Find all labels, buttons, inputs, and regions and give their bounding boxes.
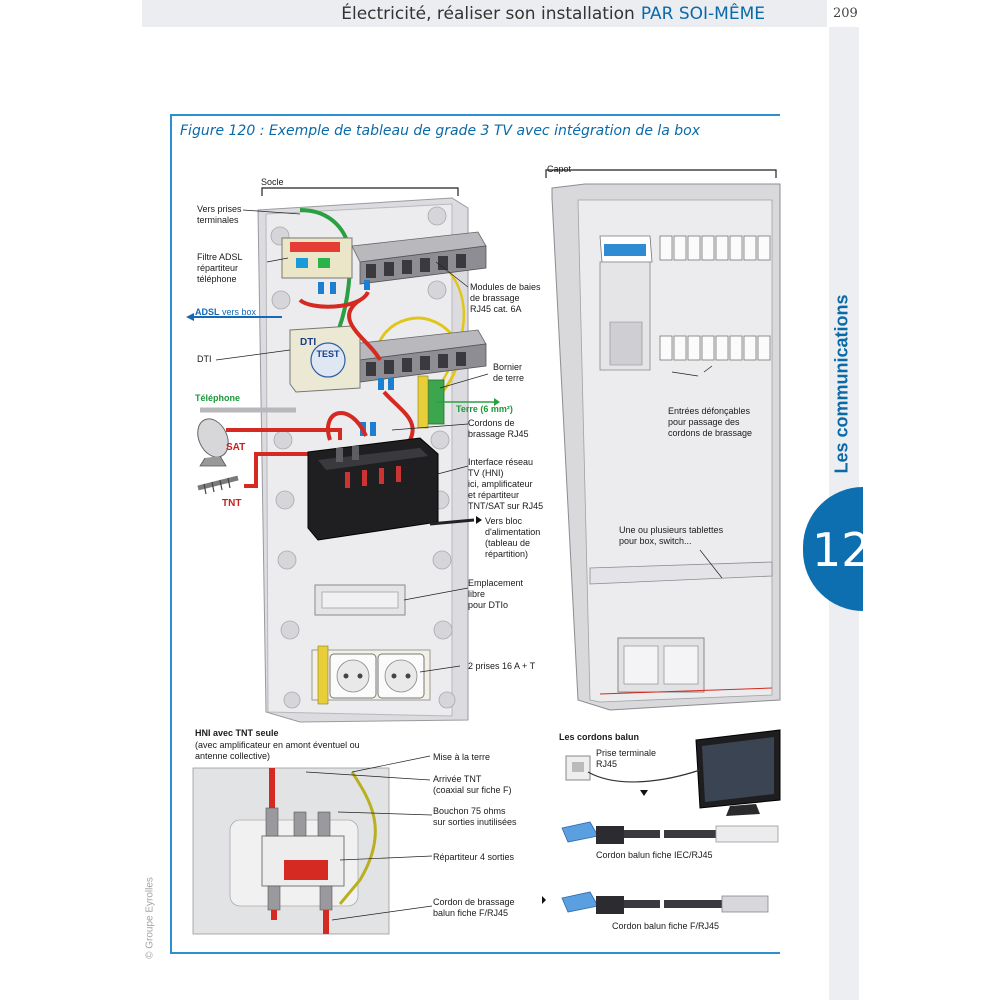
socket-16a-right xyxy=(377,653,425,699)
dti-module: TEST DTI xyxy=(289,325,361,393)
adsl-filter xyxy=(281,237,353,279)
label-hni-subtitle: (avec amplificateur en amont éventuel ou… xyxy=(195,740,360,761)
figure-frame-top xyxy=(170,114,780,116)
label-mise-a-la-terre: Mise à la terre xyxy=(433,752,491,762)
label-bloc-alimentation: Vers bloc d'alimentation (tableau de rép… xyxy=(485,516,541,559)
label-capot: Capot xyxy=(547,164,572,174)
label-bornier-terre: Bornier de terre xyxy=(493,362,525,383)
balun-illustration xyxy=(542,729,781,914)
header-title-highlight: PAR SOI-MÊME xyxy=(640,3,765,24)
label-modules-brassage: Modules de baies de brassage RJ45 cat. 6… xyxy=(470,282,541,314)
running-header: Électricité, réaliser son installation P… xyxy=(142,0,827,27)
label-cordons-brassage: Cordons de brassage RJ45 xyxy=(468,418,529,439)
copyright: © Groupe Eyrolles xyxy=(144,877,156,959)
socle-bracket xyxy=(261,169,777,196)
hni-detail-photo xyxy=(192,767,390,935)
label-repartiteur-4: Répartiteur 4 sorties xyxy=(433,852,515,862)
header-title: Électricité, réaliser son installation xyxy=(341,3,635,24)
label-interface-hni: Interface réseau TV (HNI) ici, amplifica… xyxy=(468,457,544,511)
label-balun-iec: Cordon balun fiche IEC/RJ45 xyxy=(596,850,713,860)
label-tnt: TNT xyxy=(222,498,242,509)
socket-16a-left xyxy=(329,653,377,699)
label-dti: DTI xyxy=(197,354,212,364)
label-entrees-defoncables: Entrées défonçables pour passage des cor… xyxy=(668,406,753,438)
figure-frame-left xyxy=(170,114,172,954)
label-telephone: Téléphone xyxy=(195,393,241,403)
label-balun-f: Cordon balun fiche F/RJ45 xyxy=(612,921,720,931)
label-vers-prises: Vers prises terminales xyxy=(197,204,242,225)
label-socle: Socle xyxy=(261,177,284,187)
svg-text:DTI: DTI xyxy=(300,337,316,348)
figure-caption: Figure 120 : Exemple de tableau de grade… xyxy=(180,123,701,139)
label-terre: Terre (6 mm²) xyxy=(456,404,513,414)
label-arrivee-tnt: Arrivée TNT (coaxial sur fiche F) xyxy=(433,774,512,795)
patch-module-top xyxy=(351,231,487,285)
label-prises-16a: 2 prises 16 A + T xyxy=(468,661,536,671)
page-number: 209 xyxy=(833,6,858,21)
label-hni-title: HNI avec TNT seule xyxy=(195,728,279,738)
satellite-dish xyxy=(197,418,229,467)
label-balun-title: Les cordons balun xyxy=(559,732,640,742)
label-filtre-adsl: Filtre ADSL répartiteur téléphone xyxy=(197,252,243,284)
label-adsl: ADSL vers box xyxy=(195,307,257,317)
label-bouchon-75: Bouchon 75 ohms sur sorties inutilisées xyxy=(433,806,517,827)
figure-frame-bottom xyxy=(170,952,780,954)
label-sat: SAT xyxy=(226,442,246,453)
label-prise-terminale: Prise terminale RJ45 xyxy=(596,748,657,769)
leader-lines xyxy=(215,209,723,921)
capot-cover xyxy=(551,183,781,711)
hni-interface-box xyxy=(307,437,439,541)
tnt-antenna xyxy=(197,475,239,495)
label-emplacement-dtio: Emplacement libre pour DTIo xyxy=(468,578,524,610)
svg-text:TEST: TEST xyxy=(316,349,340,359)
label-tablettes: Une ou plusieurs tablettes pour box, swi… xyxy=(619,525,724,546)
chapter-number: 12 xyxy=(812,523,871,577)
label-cordon-brassage-f: Cordon de brassage balun fiche F/RJ45 xyxy=(433,897,515,918)
